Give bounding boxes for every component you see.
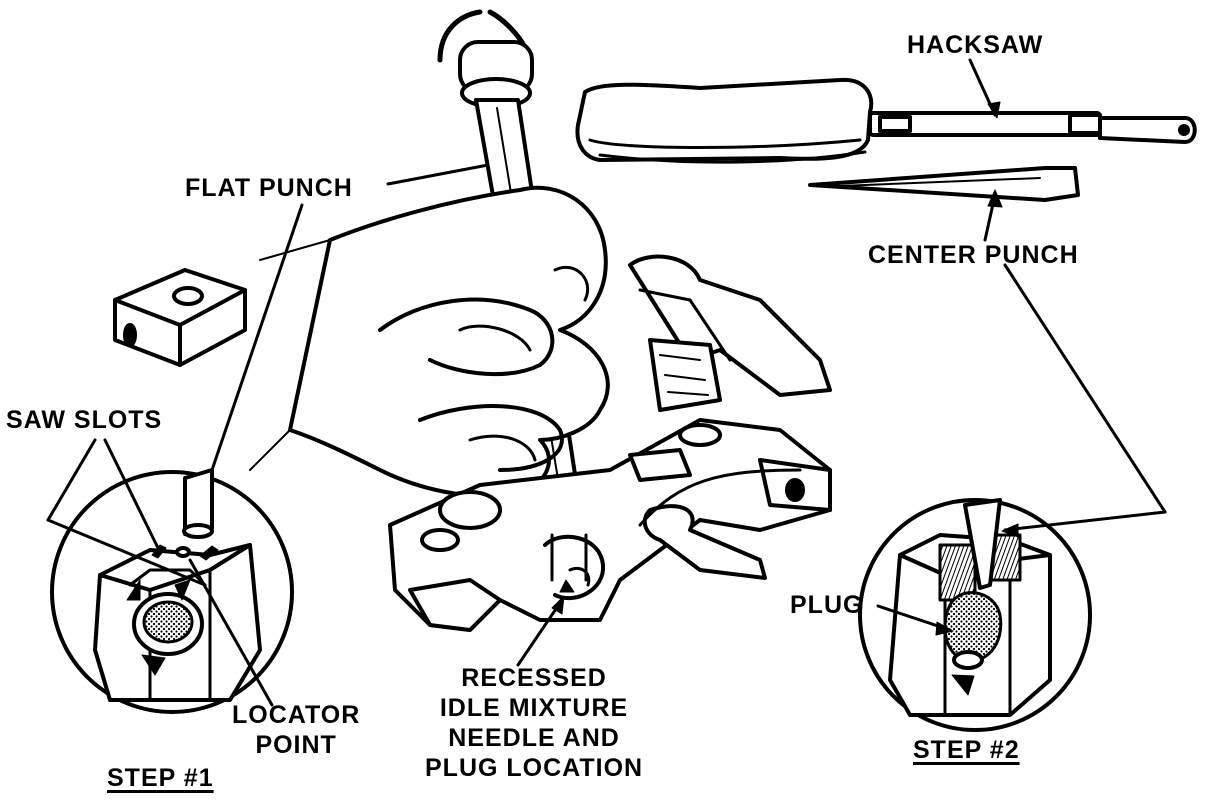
step2-label: STEP #2 — [913, 736, 1020, 764]
recessed-line-1: RECESSED — [461, 664, 607, 692]
carburetor-fragment — [113, 268, 247, 367]
leader-lines — [46, 58, 1167, 707]
hacksaw-drawing — [575, 77, 1197, 164]
hand-drawing — [249, 185, 610, 499]
hacksaw-label: HACKSAW — [907, 31, 1044, 59]
recessed-plug-location-label: RECESSED IDLE MIXTURE NEEDLE AND PLUG LO… — [425, 663, 643, 783]
step1-detail-circle — [50, 468, 294, 714]
flat-punch-label: FLAT PUNCH — [185, 174, 353, 202]
locator-point-line-2: POINT — [255, 731, 337, 759]
carburetor-body — [388, 254, 832, 632]
center-punch-label: CENTER PUNCH — [868, 241, 1079, 269]
recessed-line-2: IDLE MIXTURE — [439, 694, 629, 722]
recessed-line-3: NEEDLE AND — [448, 724, 620, 752]
recessed-line-4: PLUG LOCATION — [425, 754, 644, 782]
center-punch-drawing — [808, 166, 1080, 202]
locator-point-line-1: LOCATOR — [232, 701, 361, 729]
step1-label: STEP #1 — [107, 764, 214, 792]
locator-point-label: LOCATOR POINT — [232, 700, 360, 760]
step2-detail-circle — [858, 498, 1092, 732]
saw-slots-label: SAW SLOTS — [6, 406, 163, 434]
plug-label: PLUG — [790, 591, 864, 619]
